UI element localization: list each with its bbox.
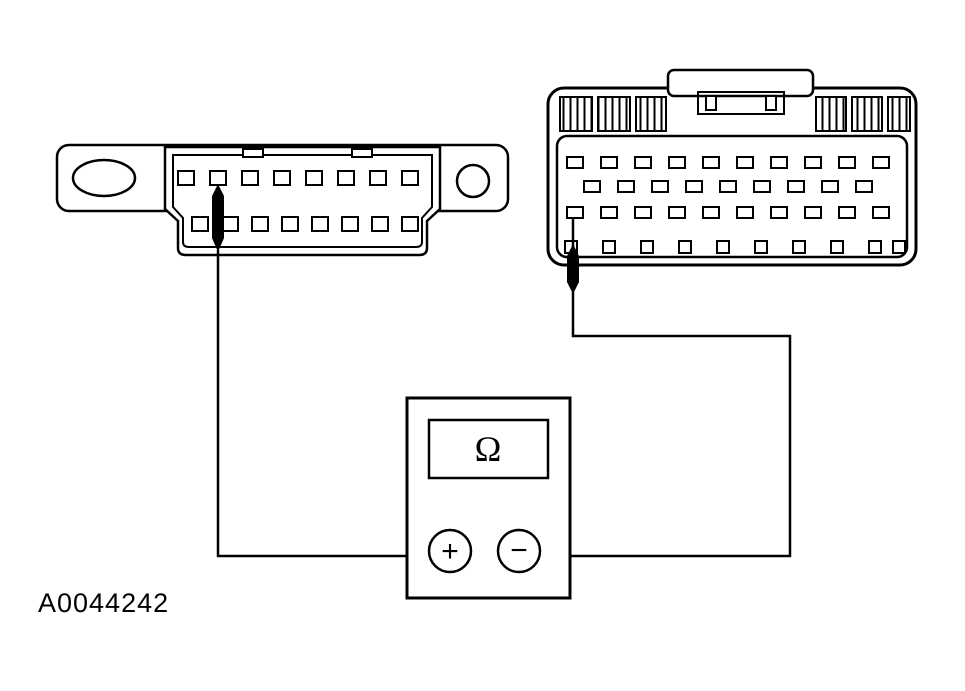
pin <box>341 216 359 232</box>
latch-tab <box>666 68 815 98</box>
pin <box>600 206 618 219</box>
slot-tick <box>892 240 906 254</box>
pin <box>736 156 754 169</box>
pin <box>838 206 856 219</box>
pin <box>281 216 299 232</box>
pin <box>273 170 291 186</box>
pin <box>787 180 805 193</box>
terminal-block <box>887 96 911 132</box>
minus-terminal <box>496 528 542 574</box>
latch-detail <box>705 95 717 111</box>
pin <box>583 180 601 193</box>
pin <box>401 170 419 186</box>
pin <box>221 216 239 232</box>
pin <box>337 170 355 186</box>
slot-tick <box>640 240 654 254</box>
pin <box>305 170 323 186</box>
pin <box>241 170 259 186</box>
dlc-body-outline <box>163 145 442 257</box>
pin <box>634 206 652 219</box>
pin <box>600 156 618 169</box>
terminal-block <box>635 96 667 132</box>
module-cavity-outline <box>555 134 909 259</box>
slot-tick <box>868 240 882 254</box>
terminal-block <box>851 96 883 132</box>
pin <box>770 156 788 169</box>
test-probe-left <box>212 184 224 252</box>
pin <box>804 156 822 169</box>
latch-detail <box>765 95 777 111</box>
pin <box>634 156 652 169</box>
pin <box>855 180 873 193</box>
pin <box>821 180 839 193</box>
pin <box>719 180 737 193</box>
ohmmeter: Ω + − <box>405 396 572 600</box>
slot-tick <box>602 240 616 254</box>
pin <box>651 180 669 193</box>
dlc-key <box>242 148 264 158</box>
pin <box>736 206 754 219</box>
slot-tick <box>792 240 806 254</box>
test-lead-right <box>540 292 792 558</box>
test-lead-left <box>216 250 429 558</box>
pin <box>566 156 584 169</box>
figure-label: A0044242 <box>38 588 169 618</box>
pin <box>401 216 419 232</box>
dlc-key <box>351 148 373 158</box>
terminal-block <box>559 96 593 132</box>
slot-tick <box>830 240 844 254</box>
pin <box>311 216 329 232</box>
pin <box>566 206 584 219</box>
plus-terminal <box>427 528 473 574</box>
pin <box>753 180 771 193</box>
module-connector <box>546 68 918 294</box>
mounting-hole-left <box>71 158 137 198</box>
pin <box>804 206 822 219</box>
minus-label: − <box>510 534 528 567</box>
terminal-block <box>815 96 847 132</box>
ohm-symbol: Ω <box>475 429 502 469</box>
pin <box>668 206 686 219</box>
terminal-block <box>597 96 631 132</box>
latch-inner <box>697 91 785 115</box>
pin <box>617 180 635 193</box>
slot-tick <box>716 240 730 254</box>
pin <box>770 206 788 219</box>
meter-display <box>427 418 550 480</box>
pin <box>371 216 389 232</box>
pin <box>702 206 720 219</box>
dlc-body-inner-outline <box>172 154 433 248</box>
plus-label: + <box>441 535 459 568</box>
pin <box>251 216 269 232</box>
dlc-connector <box>55 143 510 257</box>
pin <box>872 206 890 219</box>
slot-tick <box>754 240 768 254</box>
test-probe-right <box>567 244 579 294</box>
pin <box>872 156 890 169</box>
slot-tick <box>678 240 692 254</box>
pin <box>209 170 227 186</box>
pin <box>177 170 195 186</box>
mounting-hole-right <box>455 163 491 199</box>
pin <box>685 180 703 193</box>
pin <box>838 156 856 169</box>
pin <box>702 156 720 169</box>
pin <box>191 216 209 232</box>
pin <box>668 156 686 169</box>
pin <box>369 170 387 186</box>
